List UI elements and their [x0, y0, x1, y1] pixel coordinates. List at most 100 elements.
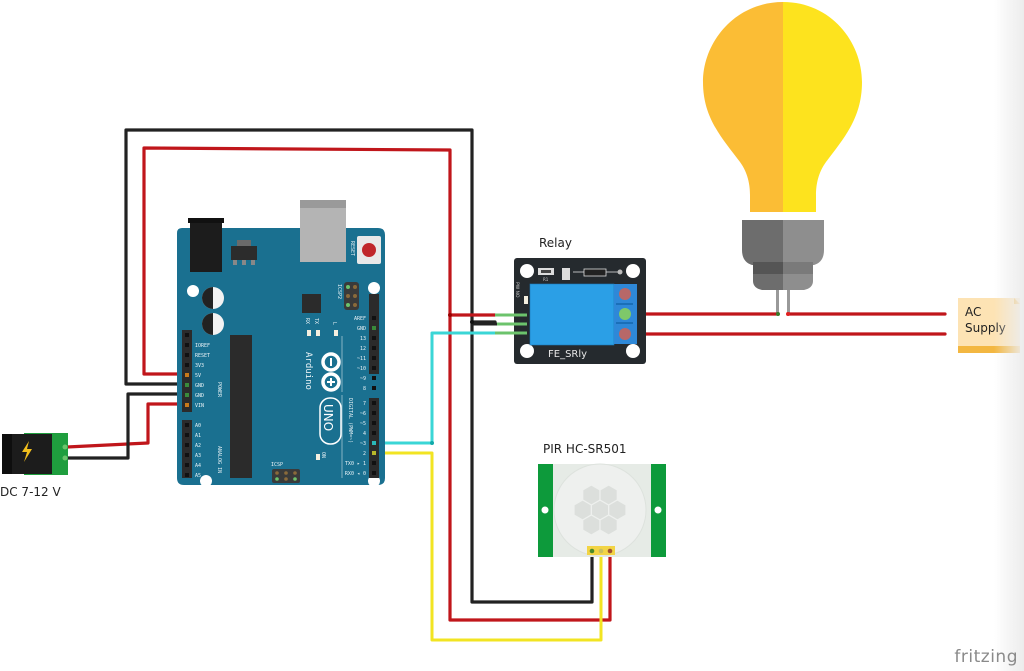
pir-label: PIR HC-SR501	[543, 442, 627, 456]
header-pin[interactable]	[185, 433, 189, 437]
header-pin[interactable]	[372, 471, 376, 475]
bulb-socket-lower-right	[783, 274, 813, 290]
header-pin[interactable]	[372, 461, 376, 465]
header-pin-label: ~11	[357, 356, 366, 362]
header-pin[interactable]	[185, 443, 189, 447]
icsp2-pin	[353, 294, 357, 298]
relay-terminal-no[interactable]	[619, 328, 631, 340]
pir-pin-out[interactable]	[598, 548, 604, 554]
bulb-socket-upper-right	[783, 220, 824, 265]
bulb-pin-left	[776, 290, 779, 314]
header-pin[interactable]	[372, 346, 376, 350]
relay-module[interactable]: Relay R1 PW NO FE_SRly	[472, 236, 646, 364]
uno-badge	[319, 397, 342, 445]
header-pin[interactable]	[185, 463, 189, 467]
pir-sensor[interactable]: PIR HC-SR501	[538, 442, 666, 557]
arduino-logo: Arduino UNO	[303, 352, 342, 445]
header-pin[interactable]	[372, 386, 376, 390]
fresnel-hex	[582, 514, 601, 536]
led-on	[316, 454, 320, 460]
header-pin-label: 2	[363, 451, 366, 457]
header-pin[interactable]	[185, 353, 189, 357]
header-pin-label: 3V3	[195, 363, 204, 369]
pir-pin-vcc[interactable]	[607, 548, 613, 554]
header-pin[interactable]	[372, 326, 376, 330]
dc-power-jack[interactable]: DC 7-12 V	[0, 433, 68, 499]
header-pin-label: TX0 ▸ 1	[345, 461, 366, 467]
header-pin[interactable]	[372, 411, 376, 415]
jack-pin-vin[interactable]	[62, 444, 68, 450]
header-pin[interactable]	[372, 336, 376, 340]
lightning-icon	[22, 441, 32, 462]
icsp2-pin	[353, 303, 357, 307]
wire-red-pir-vcc[interactable]	[448, 313, 612, 622]
header-pin-label: A5	[195, 473, 201, 479]
header-pin[interactable]	[185, 373, 189, 377]
header-pin[interactable]	[185, 343, 189, 347]
header-pin[interactable]	[185, 383, 189, 387]
infinity-right	[321, 372, 341, 392]
relay-pin-label-pw: PW	[514, 282, 520, 290]
header-pin-label: ~10	[357, 366, 366, 372]
terminal-divider	[616, 303, 633, 305]
arduino-usb-port	[300, 200, 346, 262]
arduino-reset-knob[interactable]	[362, 243, 376, 257]
relay-mount-hole	[520, 264, 534, 278]
power-header	[182, 330, 192, 412]
capacitor	[202, 287, 224, 309]
header-pin[interactable]	[372, 451, 376, 455]
header-pin[interactable]	[185, 453, 189, 457]
header-pin[interactable]	[185, 333, 189, 337]
wire-yellow-d2-pir[interactable]	[370, 451, 603, 642]
led-label-on: ON	[320, 452, 326, 458]
led-tx	[316, 330, 320, 336]
digital-group-label: DIGITAL (PWM=~)	[347, 398, 353, 443]
header-pin[interactable]	[372, 441, 376, 445]
relay-terminal-nc[interactable]	[619, 288, 631, 300]
header-pin[interactable]	[372, 431, 376, 435]
header-pin[interactable]	[372, 356, 376, 360]
header-pin[interactable]	[185, 423, 189, 427]
arduino-uno[interactable]: RESET ICSP2 RX TX L	[177, 200, 385, 487]
jack-pin-gnd[interactable]	[62, 455, 68, 461]
header-pin-label: VIN	[195, 403, 204, 409]
relay-terminal-com[interactable]	[619, 308, 631, 320]
led-label-tx: TX	[313, 318, 319, 324]
header-pin[interactable]	[372, 366, 376, 370]
icsp-pin	[275, 471, 279, 475]
canvas-edge-fade	[994, 0, 1024, 671]
header-pin[interactable]	[372, 316, 376, 320]
junction-dot	[786, 312, 790, 316]
pir-hole	[541, 506, 549, 514]
light-bulb[interactable]	[703, 2, 862, 314]
wire-cyan-d3-relay[interactable]	[370, 331, 497, 445]
arduino-board	[177, 228, 385, 485]
header-pin[interactable]	[185, 473, 189, 477]
header-pin-label: 5V	[195, 373, 201, 379]
ac-supply-label-line1: AC	[965, 305, 981, 319]
header-pin[interactable]	[185, 363, 189, 367]
header-pin[interactable]	[372, 401, 376, 405]
wire-black-gnd-loop[interactable]	[124, 128, 497, 386]
header-pin[interactable]	[372, 376, 376, 380]
header-pin-label: A4	[195, 463, 201, 469]
relay-mount-hole	[520, 344, 534, 358]
icsp-pin	[284, 471, 288, 475]
pir-pin-gnd[interactable]	[589, 548, 595, 554]
wire-black-pir-gnd[interactable]	[470, 320, 594, 604]
icsp-label: ICSP	[271, 462, 283, 468]
bulb-socket-lower	[753, 274, 783, 290]
header-pin[interactable]	[185, 393, 189, 397]
header-pin[interactable]	[372, 421, 376, 425]
wire-junctions	[430, 312, 790, 445]
wire-red-vin[interactable]	[65, 402, 190, 449]
wire-red-5v-loop[interactable]	[142, 146, 497, 376]
wire-black-jack-gnd[interactable]	[65, 392, 190, 460]
bulb-socket-upper	[742, 220, 783, 265]
terminal-divider	[616, 322, 633, 324]
header-pin[interactable]	[185, 403, 189, 407]
